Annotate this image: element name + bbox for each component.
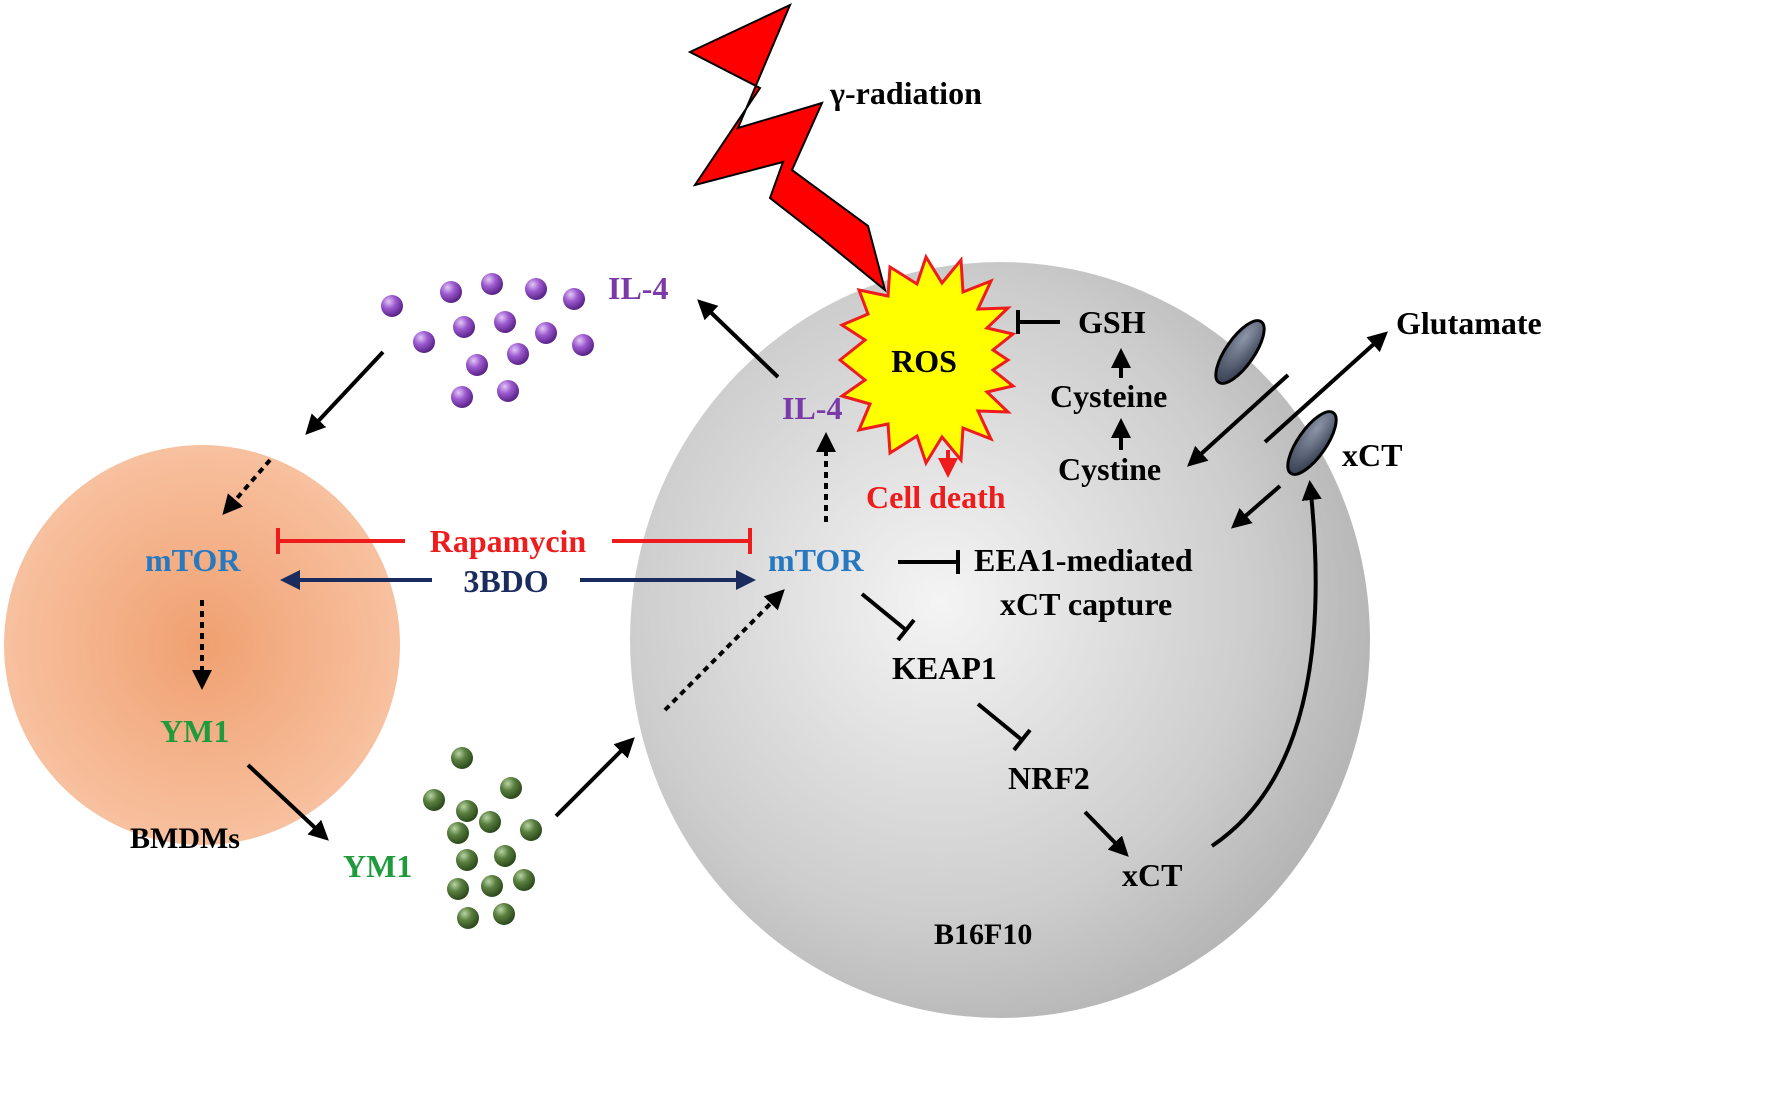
oval-transporter-icon	[1214, 319, 1266, 385]
green-sphere-icon	[456, 849, 478, 871]
mtor-tumor-label: mTOR	[768, 542, 864, 578]
eea1-mediated-label: EEA1-mediated	[974, 542, 1193, 578]
green-sphere-icon	[447, 822, 469, 844]
dotted-arrow-to-mtor-bmdm	[222, 458, 272, 516]
purple-sphere-icon	[525, 278, 547, 300]
bmdms-label: BMDMs	[130, 822, 240, 855]
connectors	[192, 299, 1388, 857]
3bdo-label: 3BDO	[463, 563, 548, 599]
green-sphere-icon	[457, 907, 479, 929]
lightning-bolt-icon	[687, 2, 887, 293]
ym1-outside-label: YM1	[343, 848, 412, 884]
glutamate-label: Glutamate	[1396, 305, 1542, 341]
purple-sphere-icon	[535, 322, 557, 344]
b16f10-cell	[630, 262, 1370, 1018]
purple-sphere-icon	[453, 316, 475, 338]
il4-particle-cluster	[381, 273, 594, 408]
inhibit-mtor-to-keap1	[860, 592, 908, 632]
purple-sphere-icon	[451, 386, 473, 408]
green-sphere-icon	[479, 811, 501, 833]
nrf2-label: NRF2	[1008, 760, 1090, 796]
xct-bottom-label: xCT	[1122, 857, 1182, 893]
xct-membrane-label: xCT	[1342, 437, 1402, 473]
cystine-label: Cystine	[1058, 451, 1161, 487]
arrow-nrf2-to-xct	[1083, 810, 1129, 857]
gsh-label: GSH	[1078, 304, 1146, 340]
green-sphere-icon	[520, 819, 542, 841]
arrow-ym1-release	[246, 763, 329, 841]
purple-sphere-icon	[381, 295, 403, 317]
arrow-glutamate-out	[1263, 331, 1388, 444]
purple-sphere-icon	[440, 281, 462, 303]
green-sphere-icon	[494, 845, 516, 867]
purple-sphere-icon	[466, 354, 488, 376]
mtor-bmdm-label: mTOR	[145, 542, 241, 578]
purple-sphere-icon	[497, 380, 519, 402]
purple-sphere-icon	[572, 334, 594, 356]
arrow-il4-secretion	[697, 299, 780, 379]
green-sphere-icon	[481, 875, 503, 897]
green-sphere-icon	[500, 777, 522, 799]
oval-transporter-icon	[1286, 410, 1338, 476]
rapamycin-label: Rapamycin	[430, 523, 587, 559]
cysteine-label: Cysteine	[1050, 378, 1167, 414]
purple-sphere-icon	[494, 311, 516, 333]
purple-sphere-icon	[507, 343, 529, 365]
green-sphere-icon	[493, 903, 515, 925]
arrow-xct-to-membrane	[1210, 480, 1322, 848]
purple-sphere-icon	[481, 273, 503, 295]
arrow-xct-to-eea1	[1230, 484, 1282, 529]
inhibit-bar	[1012, 728, 1032, 752]
arrow-cystine-in	[1187, 373, 1290, 467]
labels: γ-radiation IL-4 IL-4 ROS GSH Cysteine C…	[130, 75, 1542, 951]
inhibit-keap1-to-nrf2	[976, 702, 1024, 742]
green-sphere-icon	[451, 747, 473, 769]
xct-capture-label: xCT capture	[1000, 586, 1172, 622]
ym1-bmdm-label: YM1	[160, 713, 229, 749]
il4-outside-label: IL-4	[608, 270, 668, 306]
keap1-label: KEAP1	[892, 650, 997, 686]
dotted-arrow-ym1-to-mtor	[663, 589, 785, 712]
starburst-icon	[837, 253, 1017, 467]
purple-sphere-icon	[413, 331, 435, 353]
green-sphere-icon	[456, 800, 478, 822]
il4-inside-label: IL-4	[782, 390, 842, 426]
green-sphere-icon	[513, 869, 535, 891]
ros-label: ROS	[891, 343, 957, 379]
arrow-ym1-cluster-to-tumor	[554, 737, 635, 818]
cell-death-label: Cell death	[866, 479, 1006, 515]
inhibit-bar	[896, 618, 916, 642]
gamma-radiation-label: γ-radiation	[829, 75, 982, 111]
ym1-particle-cluster	[423, 747, 542, 929]
arrow-il4-cluster-to-bmdm	[305, 350, 385, 435]
green-sphere-icon	[423, 789, 445, 811]
green-sphere-icon	[447, 878, 469, 900]
b16f10-label: B16F10	[934, 918, 1032, 951]
purple-sphere-icon	[563, 288, 585, 310]
